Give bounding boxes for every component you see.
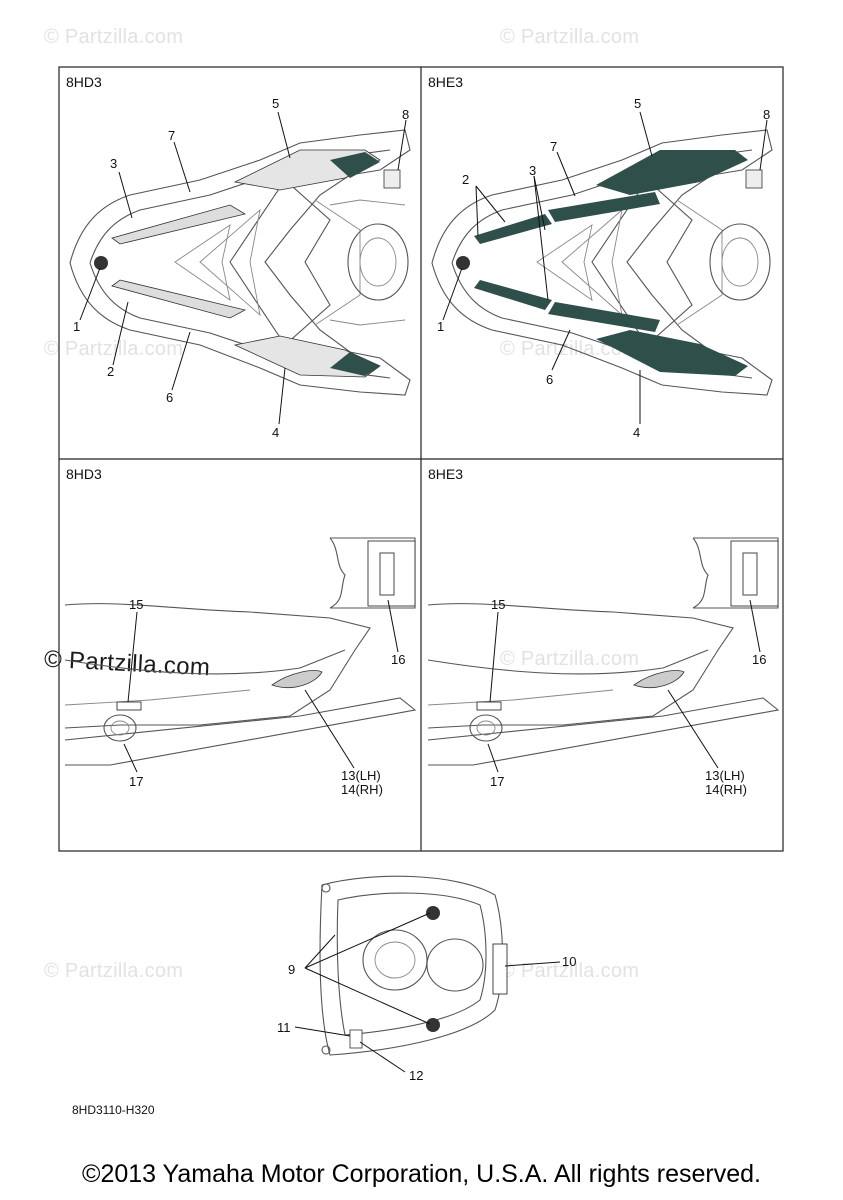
callout-13-lh: 13(LH): [341, 768, 381, 783]
callout-14-rh: 14(RH): [341, 782, 383, 797]
side-drawing-8hd3: [64, 537, 417, 773]
callout-13-lh: 13(LH): [705, 768, 745, 783]
callout-9: 9: [288, 962, 296, 977]
callout-12: 12: [409, 1068, 424, 1083]
callout-2: 2: [462, 172, 470, 187]
callout-15: 15: [129, 597, 144, 612]
watermark: © Partzilla.com: [44, 338, 184, 360]
rear-deck-drawing: [294, 875, 561, 1073]
callout-6: 6: [546, 372, 554, 387]
model-code-bottom-right: 8HE3: [428, 466, 464, 482]
callout-4: 4: [633, 425, 641, 440]
model-code-top-left: 8HD3: [66, 74, 102, 90]
callout-8: 8: [763, 107, 771, 122]
callout-11: 11: [277, 1020, 291, 1035]
callout-14-rh: 14(RH): [705, 782, 747, 797]
callout-16: 16: [391, 652, 406, 667]
callout-7: 7: [168, 128, 176, 143]
watermark: © Partzilla.com: [500, 648, 640, 670]
model-code-top-right: 8HE3: [428, 74, 464, 90]
copyright-notice: ©2013 Yamaha Motor Corporation, U.S.A. A…: [82, 1160, 761, 1188]
callout-17: 17: [129, 774, 144, 789]
watermark: © Partzilla.com: [500, 26, 640, 48]
callout-4: 4: [272, 425, 280, 440]
callout-3: 3: [529, 163, 537, 178]
callout-17: 17: [490, 774, 505, 789]
callout-16: 16: [752, 652, 767, 667]
callout-6: 6: [166, 390, 174, 405]
callout-7: 7: [550, 139, 558, 154]
callout-8: 8: [402, 107, 410, 122]
hood-drawing-8hd3: [69, 111, 411, 425]
side-drawing-8he3: [427, 537, 780, 773]
watermark: © Partzilla.com: [500, 960, 640, 982]
watermark: © Partzilla.com: [44, 26, 184, 48]
callout-3: 3: [110, 156, 118, 171]
callout-1: 1: [73, 319, 81, 334]
callout-15: 15: [491, 597, 506, 612]
model-code-bottom-left: 8HD3: [66, 466, 102, 482]
figure-id: 8HD3110-H320: [72, 1103, 155, 1117]
callout-5: 5: [634, 96, 642, 111]
hood-drawing-8he3: [431, 111, 773, 424]
callout-2: 2: [107, 364, 115, 379]
callout-5: 5: [272, 96, 280, 111]
callout-1: 1: [437, 319, 445, 334]
watermark: © Partzilla.com: [44, 960, 184, 982]
callout-10: 10: [562, 954, 577, 969]
